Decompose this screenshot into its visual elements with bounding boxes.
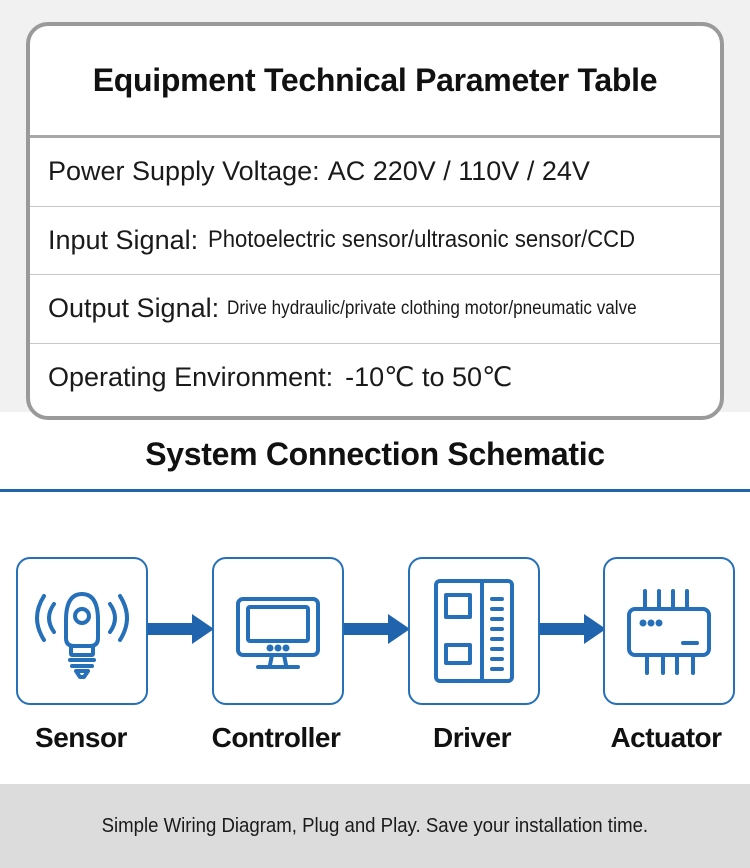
- arrow-icon: [540, 614, 606, 644]
- node-label-actuator: Actuator: [610, 722, 722, 753]
- driver-board-icon: [434, 579, 514, 683]
- param-value: -10℃ to 50℃: [345, 362, 513, 393]
- param-value: Drive hydraulic/private clothing motor/p…: [227, 297, 637, 319]
- title-divider: [0, 489, 750, 492]
- param-row-environment: Operating Environment: -10℃ to 50℃: [30, 344, 720, 413]
- monitor-icon: [236, 597, 320, 669]
- arrow-icon: [148, 614, 214, 644]
- param-value: Photoelectric sensor/ultrasonic sensor/C…: [208, 226, 636, 254]
- param-label: Input Signal:: [48, 224, 199, 255]
- footer-text: Simple Wiring Diagram, Plug and Play. Sa…: [101, 814, 649, 837]
- param-label: Operating Environment:: [48, 362, 334, 393]
- node-sensor: [16, 557, 148, 705]
- schematic-title: System Connection Schematic: [145, 436, 605, 472]
- parameter-table: Equipment Technical Parameter Table Powe…: [26, 22, 724, 420]
- node-actuator: [603, 557, 735, 705]
- param-value: AC 220V / 110V / 24V: [327, 156, 590, 187]
- footer-banner: Simple Wiring Diagram, Plug and Play. Sa…: [0, 784, 750, 868]
- node-label-driver: Driver: [433, 722, 511, 753]
- table-title: Equipment Technical Parameter Table: [30, 26, 720, 138]
- param-label: Output Signal:: [48, 293, 220, 324]
- chip-icon: [627, 589, 711, 675]
- param-row-output: Output Signal: Drive hydraulic/private c…: [30, 275, 720, 344]
- arrow-icon: [344, 614, 410, 644]
- param-row-power: Power Supply Voltage: AC 220V / 110V / 2…: [30, 138, 720, 207]
- node-label-sensor: Sensor: [35, 722, 127, 753]
- param-row-input: Input Signal: Photoelectric sensor/ultra…: [30, 207, 720, 275]
- node-label-controller: Controller: [211, 722, 341, 753]
- node-controller: [212, 557, 344, 705]
- sensor-icon: [35, 592, 129, 679]
- param-label: Power Supply Voltage:: [48, 156, 320, 187]
- node-driver: [408, 557, 540, 705]
